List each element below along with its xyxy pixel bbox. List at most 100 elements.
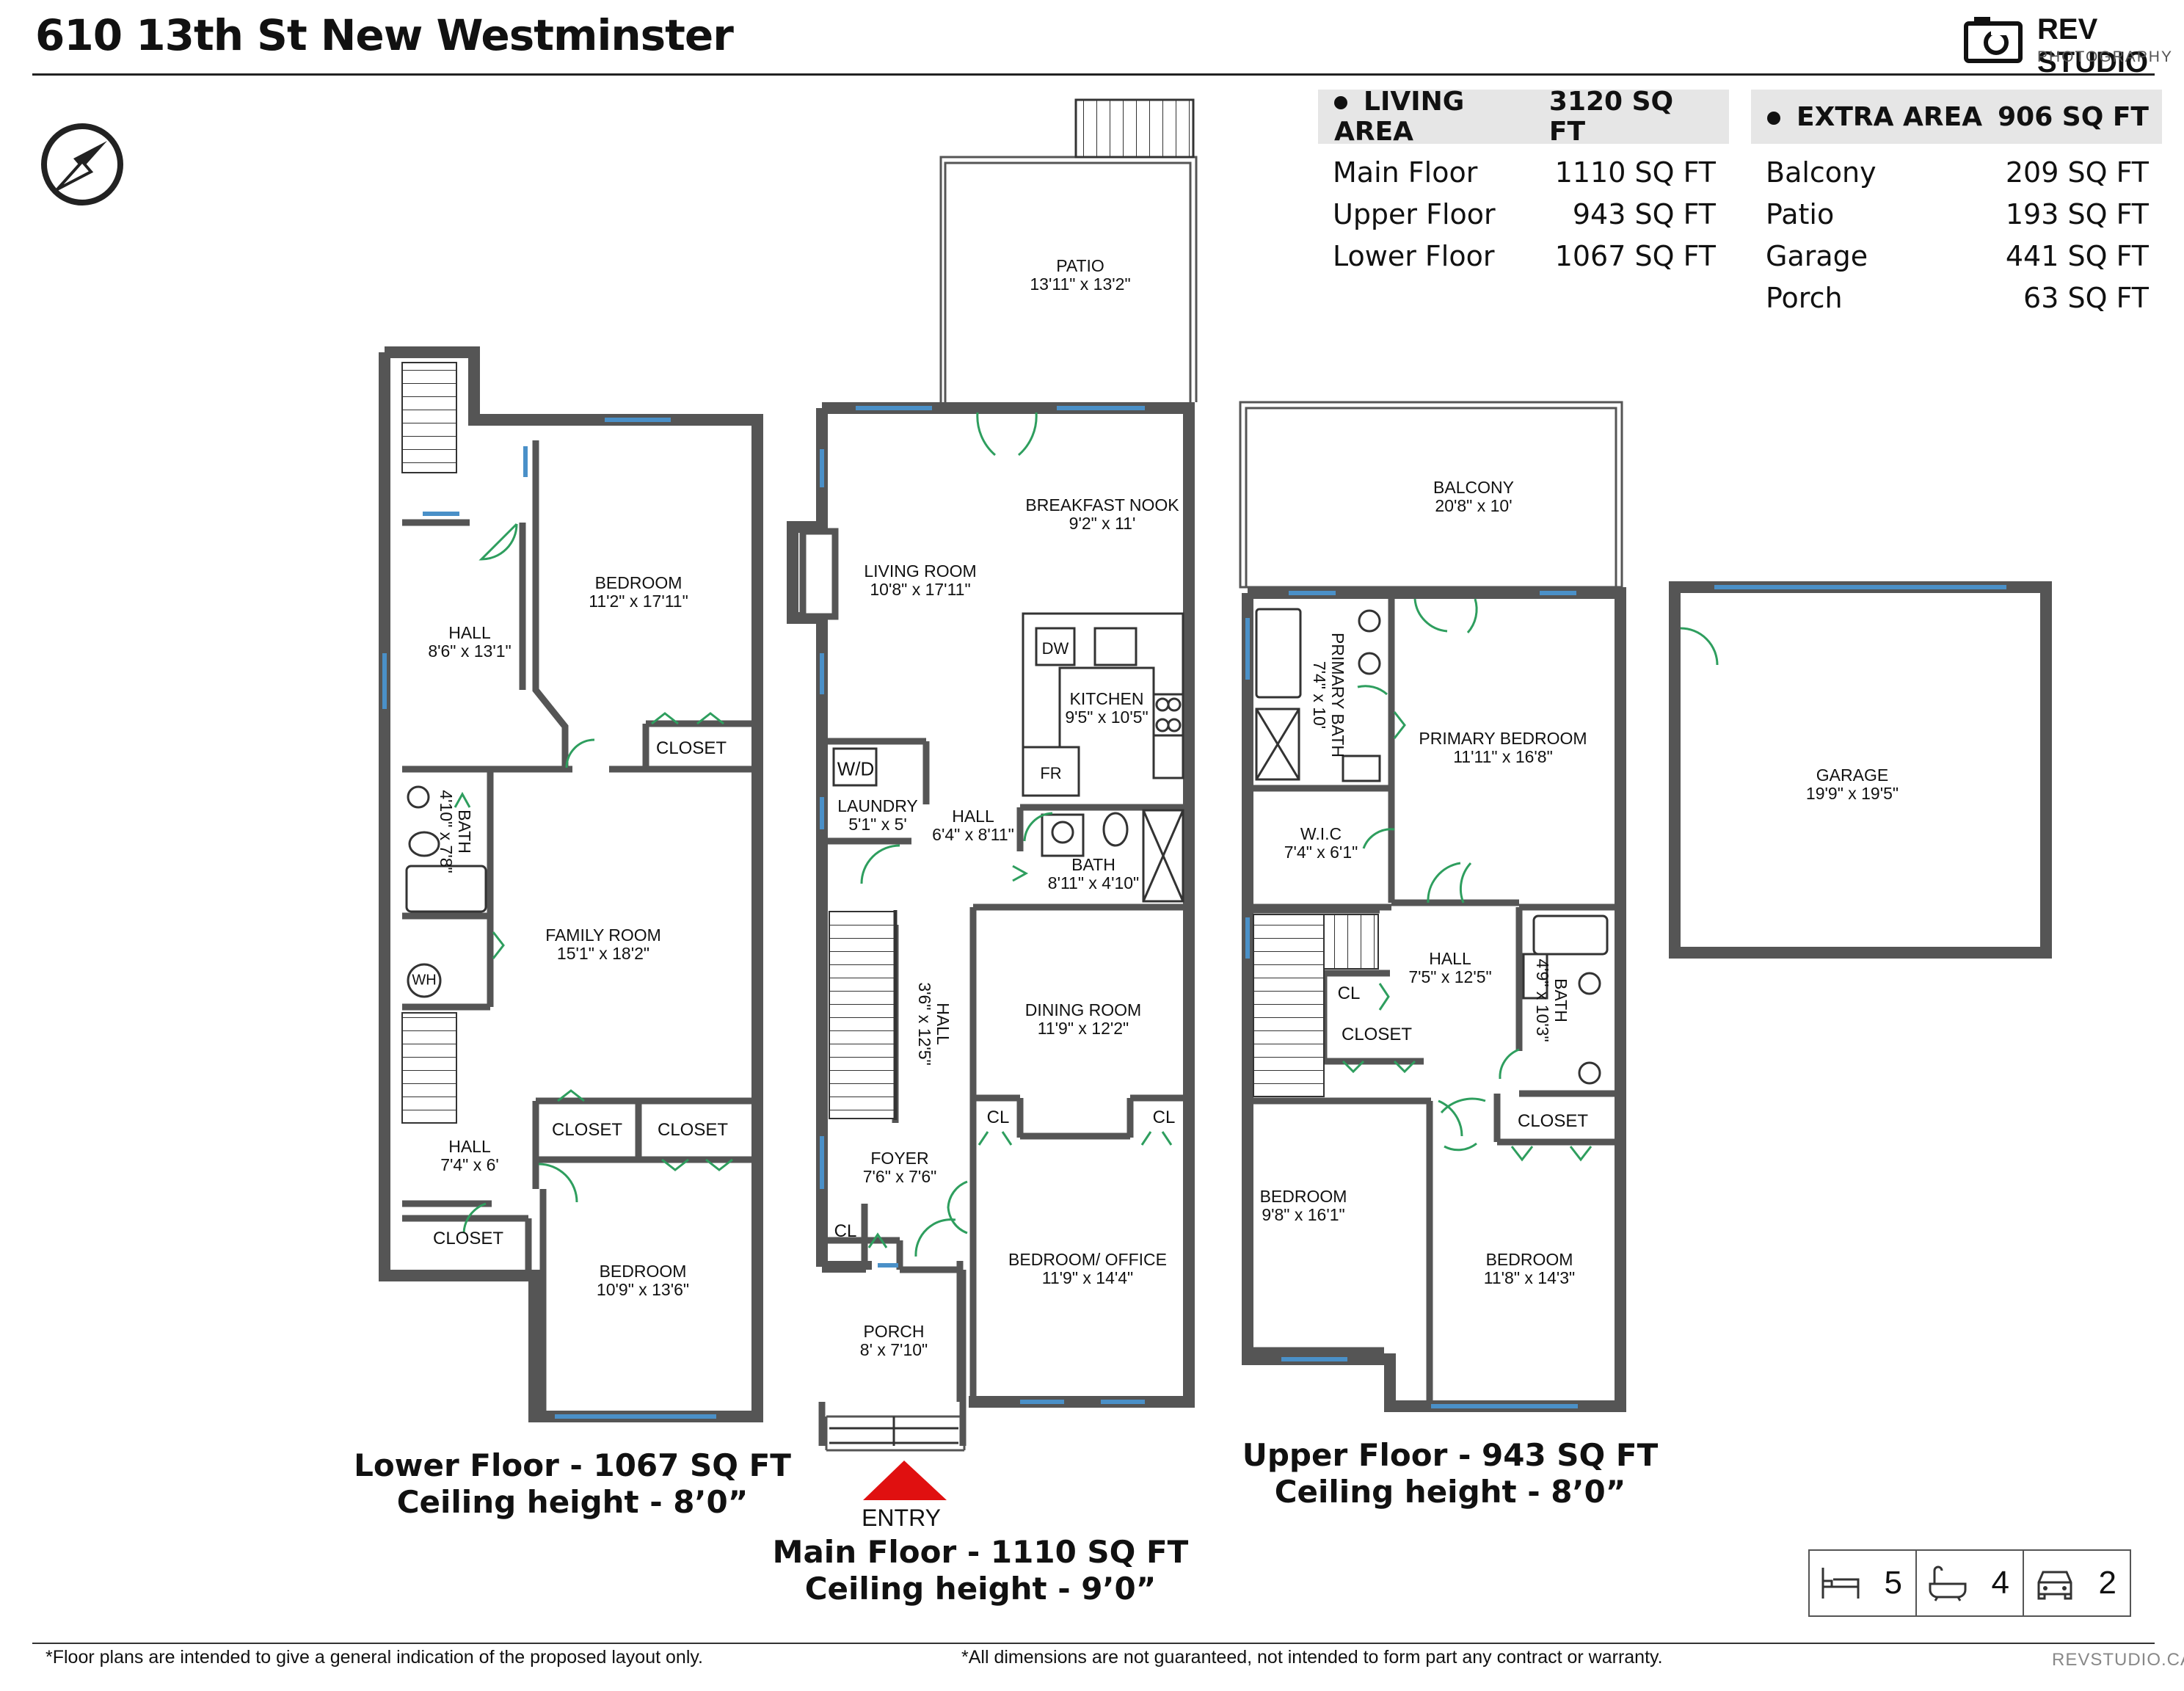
area-row: Lower Floor 1067 SQ FT — [1318, 235, 1729, 277]
door — [1680, 627, 1719, 666]
bathtub-icon — [1929, 1565, 1967, 1601]
bathroom-count: 4 — [1917, 1551, 2024, 1615]
windows — [820, 406, 1145, 1404]
fridge-label: FR — [1040, 764, 1062, 782]
footer-divider — [32, 1643, 2155, 1644]
area-row-name: Garage — [1766, 239, 1868, 272]
fixtures — [832, 747, 1184, 903]
parking-count-value: 2 — [2098, 1565, 2116, 1601]
entry-steps — [829, 1417, 958, 1446]
bed-icon — [1821, 1568, 1860, 1599]
room-label: CL — [1337, 983, 1361, 1003]
fixtures — [1255, 608, 1609, 1085]
room-label: CLOSET — [657, 1120, 729, 1140]
page-title: 610 13th St New Westminster — [35, 10, 734, 60]
area-row: Main Floor 1110 SQ FT — [1318, 151, 1729, 193]
doors — [860, 412, 1173, 1257]
area-row-value: 1110 SQ FT — [1554, 156, 1716, 189]
bedroom-count: 5 — [1810, 1551, 1917, 1615]
caption-line: Upper Floor - 943 SQ FT — [1242, 1437, 1659, 1473]
caption-line: Ceiling height - 9’0” — [804, 1571, 1157, 1607]
area-row-name: Main Floor — [1333, 156, 1478, 189]
stairs — [1074, 98, 1195, 159]
room-label: CLOSET — [551, 1120, 623, 1140]
living-area-total: 3120 SQ FT — [1548, 87, 1674, 147]
caption-line: Ceiling height - 8’0” — [1274, 1474, 1626, 1510]
stairs — [1323, 914, 1379, 970]
bullet-icon — [1767, 111, 1780, 125]
room-label: CL — [986, 1108, 1010, 1127]
upper-floor-interior-walls — [1253, 599, 1615, 1402]
area-row: Balcony 209 SQ FT — [1751, 151, 2162, 193]
property-counts: 5 4 2 — [1808, 1549, 2131, 1617]
brand-logo: REV STUDIO PHOTOGRAPHY — [1964, 9, 2172, 79]
area-row: Upper Floor 943 SQ FT — [1318, 193, 1729, 235]
kitchen-counters — [1022, 612, 1184, 797]
washer-dryer-label: W/D — [837, 757, 875, 780]
camera-icon — [1964, 17, 2023, 63]
stairs — [401, 1012, 457, 1124]
footer-disclaimer-left: *Floor plans are intended to give a gene… — [46, 1647, 703, 1668]
area-row-value: 943 SQ FT — [1572, 197, 1716, 230]
living-area-header: LIVING AREA 3120 SQ FT — [1318, 87, 1729, 147]
area-row-name: Lower Floor — [1333, 239, 1495, 272]
lower-floor-interior-walls — [402, 440, 753, 1417]
area-row-value: 441 SQ FT — [2005, 239, 2149, 272]
area-row-value: 1067 SQ FT — [1554, 239, 1716, 272]
stairs — [829, 911, 896, 1119]
room-label: CLOSET — [432, 1229, 504, 1248]
area-row-value: 209 SQ FT — [2005, 156, 2149, 189]
footer-website: REVSTUDIO.CA — [2052, 1650, 2184, 1670]
entry-arrow-icon — [863, 1461, 947, 1500]
living-area-label: LIVING AREA — [1334, 87, 1465, 147]
doors — [454, 523, 733, 1234]
area-row-value: 63 SQ FT — [2023, 281, 2149, 314]
caption-line: Lower Floor - 1067 SQ FT — [354, 1447, 791, 1483]
area-row: Garage 441 SQ FT — [1751, 235, 2162, 277]
balcony-outline — [1239, 401, 1623, 589]
parking-count: 2 — [2024, 1551, 2130, 1615]
living-area-table: LIVING AREA 3120 SQ FT Main Floor 1110 SQ… — [1318, 87, 1729, 277]
entry-label: ENTRY — [862, 1505, 941, 1531]
room-label: CL — [1152, 1108, 1176, 1127]
water-heater-label: WH — [412, 972, 437, 989]
dishwasher-label: DW — [1041, 639, 1069, 658]
header-divider — [32, 73, 2155, 76]
windows — [382, 418, 716, 1419]
porch-outline — [825, 1415, 966, 1452]
area-row-name: Balcony — [1766, 156, 1877, 189]
lower-floor-plan — [379, 346, 763, 1422]
car-icon — [2037, 1571, 2072, 1600]
stairs — [1253, 914, 1325, 1097]
room-label: CL — [834, 1221, 857, 1241]
area-row-name: Upper Floor — [1333, 197, 1496, 230]
area-row-value: 193 SQ FT — [2005, 197, 2149, 230]
patio-outline — [939, 156, 1198, 402]
fixtures — [405, 785, 487, 998]
